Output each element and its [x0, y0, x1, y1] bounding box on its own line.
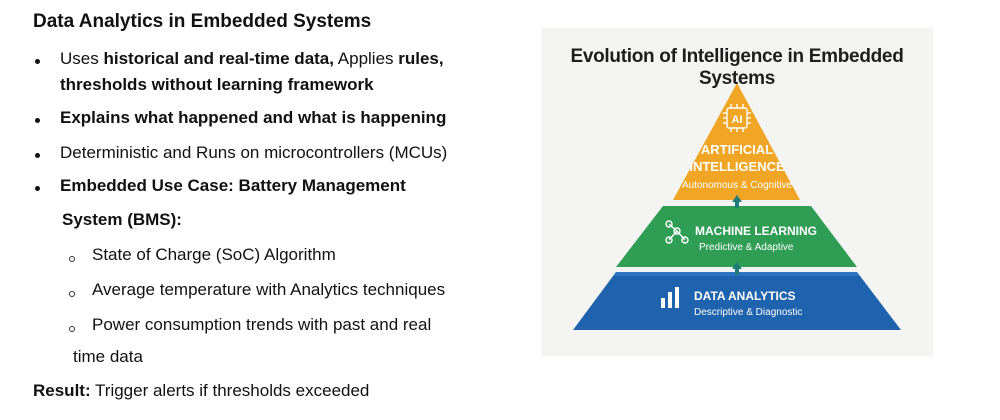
up-arrow-icon	[732, 262, 742, 275]
bullet-4-line-1: Embedded Use Case: Battery Management	[60, 176, 406, 195]
sub-bullet-2-text: Average temperature with Analytics techn…	[92, 280, 446, 299]
bullet-1-line-1: Uses historical and real-time data, Appl…	[60, 48, 444, 70]
ai-tier	[673, 83, 800, 200]
sub-bullet-marker	[69, 326, 75, 332]
ai-chip-label: AI	[732, 114, 743, 126]
bullet-1-text-a: Uses	[60, 49, 104, 68]
da-title: DATA ANALYTICS	[694, 289, 796, 303]
result-label: Result:	[33, 381, 91, 400]
sub-bullet-3-continuation: time data	[73, 347, 143, 366]
figure-title: Evolution of Intelligence in Embedded Sy…	[570, 46, 904, 89]
bullet-1-text-c: Applies	[333, 49, 399, 68]
slide-heading: Data Analytics in Embedded Systems	[33, 11, 372, 32]
ml-title: MACHINE LEARNING	[695, 224, 817, 238]
bullet-marker	[35, 118, 40, 123]
da-subtitle: Descriptive & Diagnostic	[694, 307, 803, 318]
sub-bullet-marker	[69, 291, 75, 297]
ai-title-line-2: INTELLIGENCE	[689, 159, 785, 174]
bullet-1-text-d: rules,	[398, 49, 444, 68]
ai-subtitle: Autonomous & Cognitive	[681, 180, 793, 191]
network-nodes-icon	[665, 220, 689, 244]
bullet-marker	[35, 59, 40, 64]
pyramid-graphic: AI	[573, 83, 901, 330]
bar-chart-icon	[661, 287, 679, 308]
result-text: Trigger alerts if thresholds exceeded	[90, 381, 370, 400]
bullet-2-text: Explains what happened and what is happe…	[60, 108, 447, 127]
sub-bullet-1-text: State of Charge (SoC) Algorithm	[92, 245, 336, 264]
up-arrow-icon	[732, 195, 742, 208]
result-line: Result: Trigger alerts if thresholds exc…	[33, 380, 369, 402]
bullet-marker	[35, 186, 40, 191]
ai-chip-icon	[723, 104, 751, 132]
bullet-1-line-2: thresholds without learning framework	[60, 75, 374, 94]
intelligence-pyramid-figure: AI Evolution of Intelligence in Embedded…	[541, 28, 933, 356]
sub-bullet-marker	[69, 256, 75, 262]
sub-bullet-3-text: Power consumption trends with past and r…	[92, 315, 432, 334]
bullet-1-text-b: historical and real-time data,	[103, 49, 334, 68]
ai-title-line-1: ARTIFICIAL	[700, 142, 774, 157]
bullet-marker	[35, 153, 40, 158]
data-analytics-tier	[573, 272, 901, 330]
machine-learning-tier	[616, 206, 857, 267]
ml-subtitle: Predictive & Adaptive	[699, 242, 794, 253]
bullet-4-line-2: System (BMS):	[62, 210, 182, 229]
bullet-3-text: Deterministic and Runs on microcontrolle…	[60, 143, 448, 162]
slide-text-panel: Data Analytics in Embedded Systems Uses …	[33, 11, 448, 402]
